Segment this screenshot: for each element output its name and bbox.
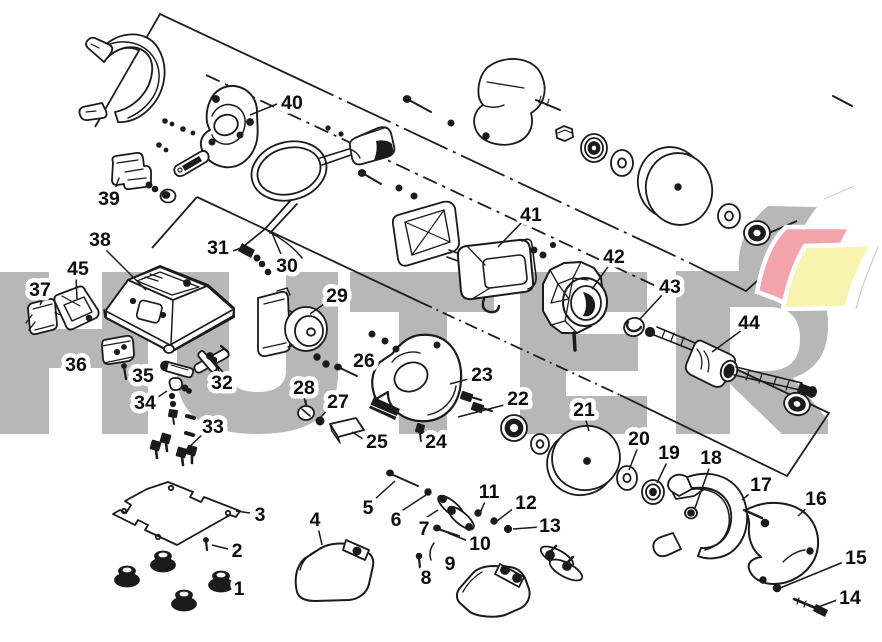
svg-text:35: 35 bbox=[132, 365, 154, 387]
svg-text:38: 38 bbox=[89, 229, 111, 251]
svg-text:31: 31 bbox=[207, 237, 229, 259]
svg-text:37: 37 bbox=[29, 279, 51, 301]
svg-text:42: 42 bbox=[603, 246, 625, 268]
svg-text:17: 17 bbox=[750, 474, 772, 496]
svg-text:12: 12 bbox=[515, 492, 537, 514]
svg-text:30: 30 bbox=[276, 255, 298, 277]
svg-text:18: 18 bbox=[700, 447, 722, 469]
svg-text:44: 44 bbox=[738, 312, 760, 334]
svg-text:25: 25 bbox=[366, 431, 388, 453]
svg-text:28: 28 bbox=[293, 377, 315, 399]
svg-text:15: 15 bbox=[845, 547, 867, 569]
svg-text:1: 1 bbox=[234, 578, 245, 600]
svg-text:22: 22 bbox=[507, 388, 529, 410]
svg-text:33: 33 bbox=[202, 416, 224, 438]
svg-text:39: 39 bbox=[98, 188, 120, 210]
svg-text:20: 20 bbox=[628, 428, 650, 450]
svg-text:41: 41 bbox=[520, 204, 542, 226]
svg-text:9: 9 bbox=[445, 553, 456, 575]
svg-text:10: 10 bbox=[469, 533, 491, 555]
svg-text:43: 43 bbox=[659, 276, 681, 298]
svg-text:4: 4 bbox=[310, 509, 321, 531]
svg-text:13: 13 bbox=[539, 515, 561, 537]
svg-text:2: 2 bbox=[232, 540, 243, 562]
svg-text:14: 14 bbox=[839, 587, 861, 609]
svg-text:24: 24 bbox=[425, 431, 447, 453]
svg-text:45: 45 bbox=[67, 258, 89, 280]
svg-text:19: 19 bbox=[658, 442, 680, 464]
svg-text:5: 5 bbox=[363, 497, 374, 519]
svg-text:29: 29 bbox=[326, 285, 348, 307]
svg-text:32: 32 bbox=[211, 372, 233, 394]
svg-text:7: 7 bbox=[419, 518, 430, 540]
svg-text:16: 16 bbox=[805, 488, 827, 510]
svg-text:23: 23 bbox=[471, 364, 493, 386]
svg-text:11: 11 bbox=[479, 481, 500, 503]
svg-text:27: 27 bbox=[327, 391, 349, 413]
svg-text:40: 40 bbox=[281, 92, 303, 114]
svg-text:3: 3 bbox=[255, 504, 266, 526]
svg-text:26: 26 bbox=[353, 350, 375, 372]
svg-text:34: 34 bbox=[134, 392, 156, 414]
svg-text:36: 36 bbox=[65, 354, 87, 376]
svg-text:8: 8 bbox=[421, 567, 432, 589]
svg-text:6: 6 bbox=[391, 509, 402, 531]
svg-text:21: 21 bbox=[573, 399, 595, 421]
